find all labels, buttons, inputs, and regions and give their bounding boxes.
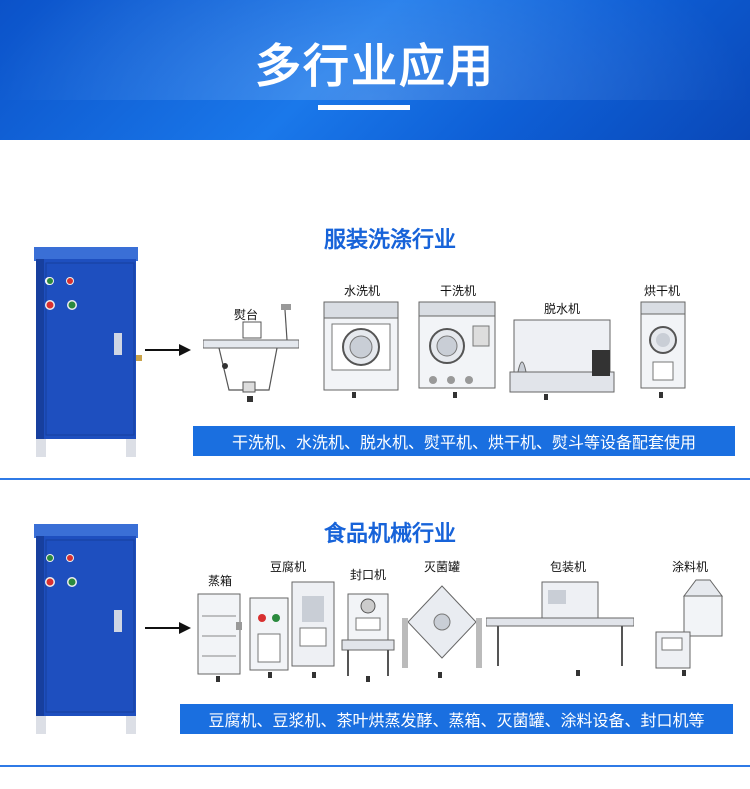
section-title-laundry: 服装洗涤行业 xyxy=(323,228,456,253)
machine-label-coater: 涂料机 xyxy=(671,560,708,574)
packager-illustration xyxy=(486,581,634,676)
machine-label-dryer: 烘干机 xyxy=(643,284,680,298)
steam-generator-cabinet xyxy=(34,247,142,457)
machine-label-washer: 水洗机 xyxy=(343,284,380,298)
sealer-illustration xyxy=(341,593,395,682)
washer-illustration xyxy=(323,301,399,398)
machine-label-extractor: 脱水机 xyxy=(543,302,580,316)
banner-underline xyxy=(318,105,410,110)
caption-food: 豆腐机、豆浆机、茶叶烘蒸发酵、蒸箱、灭菌罐、涂料设备、封口机等 xyxy=(180,704,733,734)
ironing-table-illustration xyxy=(203,304,299,402)
dryer-illustration xyxy=(640,301,686,398)
machine-label-tofu-machine: 豆腐机 xyxy=(269,560,306,574)
caption-laundry: 干洗机、水洗机、脱水机、熨平机、烘干机、熨斗等设备配套使用 xyxy=(193,426,735,456)
machine-label-sealer: 封口机 xyxy=(349,568,386,582)
dry-cleaner-illustration xyxy=(418,301,496,398)
tofu-machine-illustration xyxy=(249,581,335,678)
extractor-illustration xyxy=(509,319,615,400)
sterilizer-illustration xyxy=(402,585,482,678)
section-divider xyxy=(0,478,750,480)
banner-title: 多行业应用 xyxy=(255,39,495,93)
machine-label-ironing-table: 熨台 xyxy=(233,308,258,322)
machine-label-steamer: 蒸箱 xyxy=(207,574,232,588)
machine-label-sterilizer: 灭菌罐 xyxy=(423,560,460,574)
coater-illustration xyxy=(655,579,723,676)
machine-label-packager: 包装机 xyxy=(549,560,586,574)
arrow-right-icon xyxy=(145,344,191,356)
section-title-food: 食品机械行业 xyxy=(323,522,456,547)
steam-generator-cabinet xyxy=(34,524,138,734)
section-divider xyxy=(0,765,750,767)
banner-shine xyxy=(0,0,750,100)
steamer-illustration xyxy=(197,593,242,682)
header-banner: 多行业应用 xyxy=(0,0,750,140)
arrow-right-icon xyxy=(145,622,191,634)
machine-label-dry-cleaner: 干洗机 xyxy=(439,284,476,298)
